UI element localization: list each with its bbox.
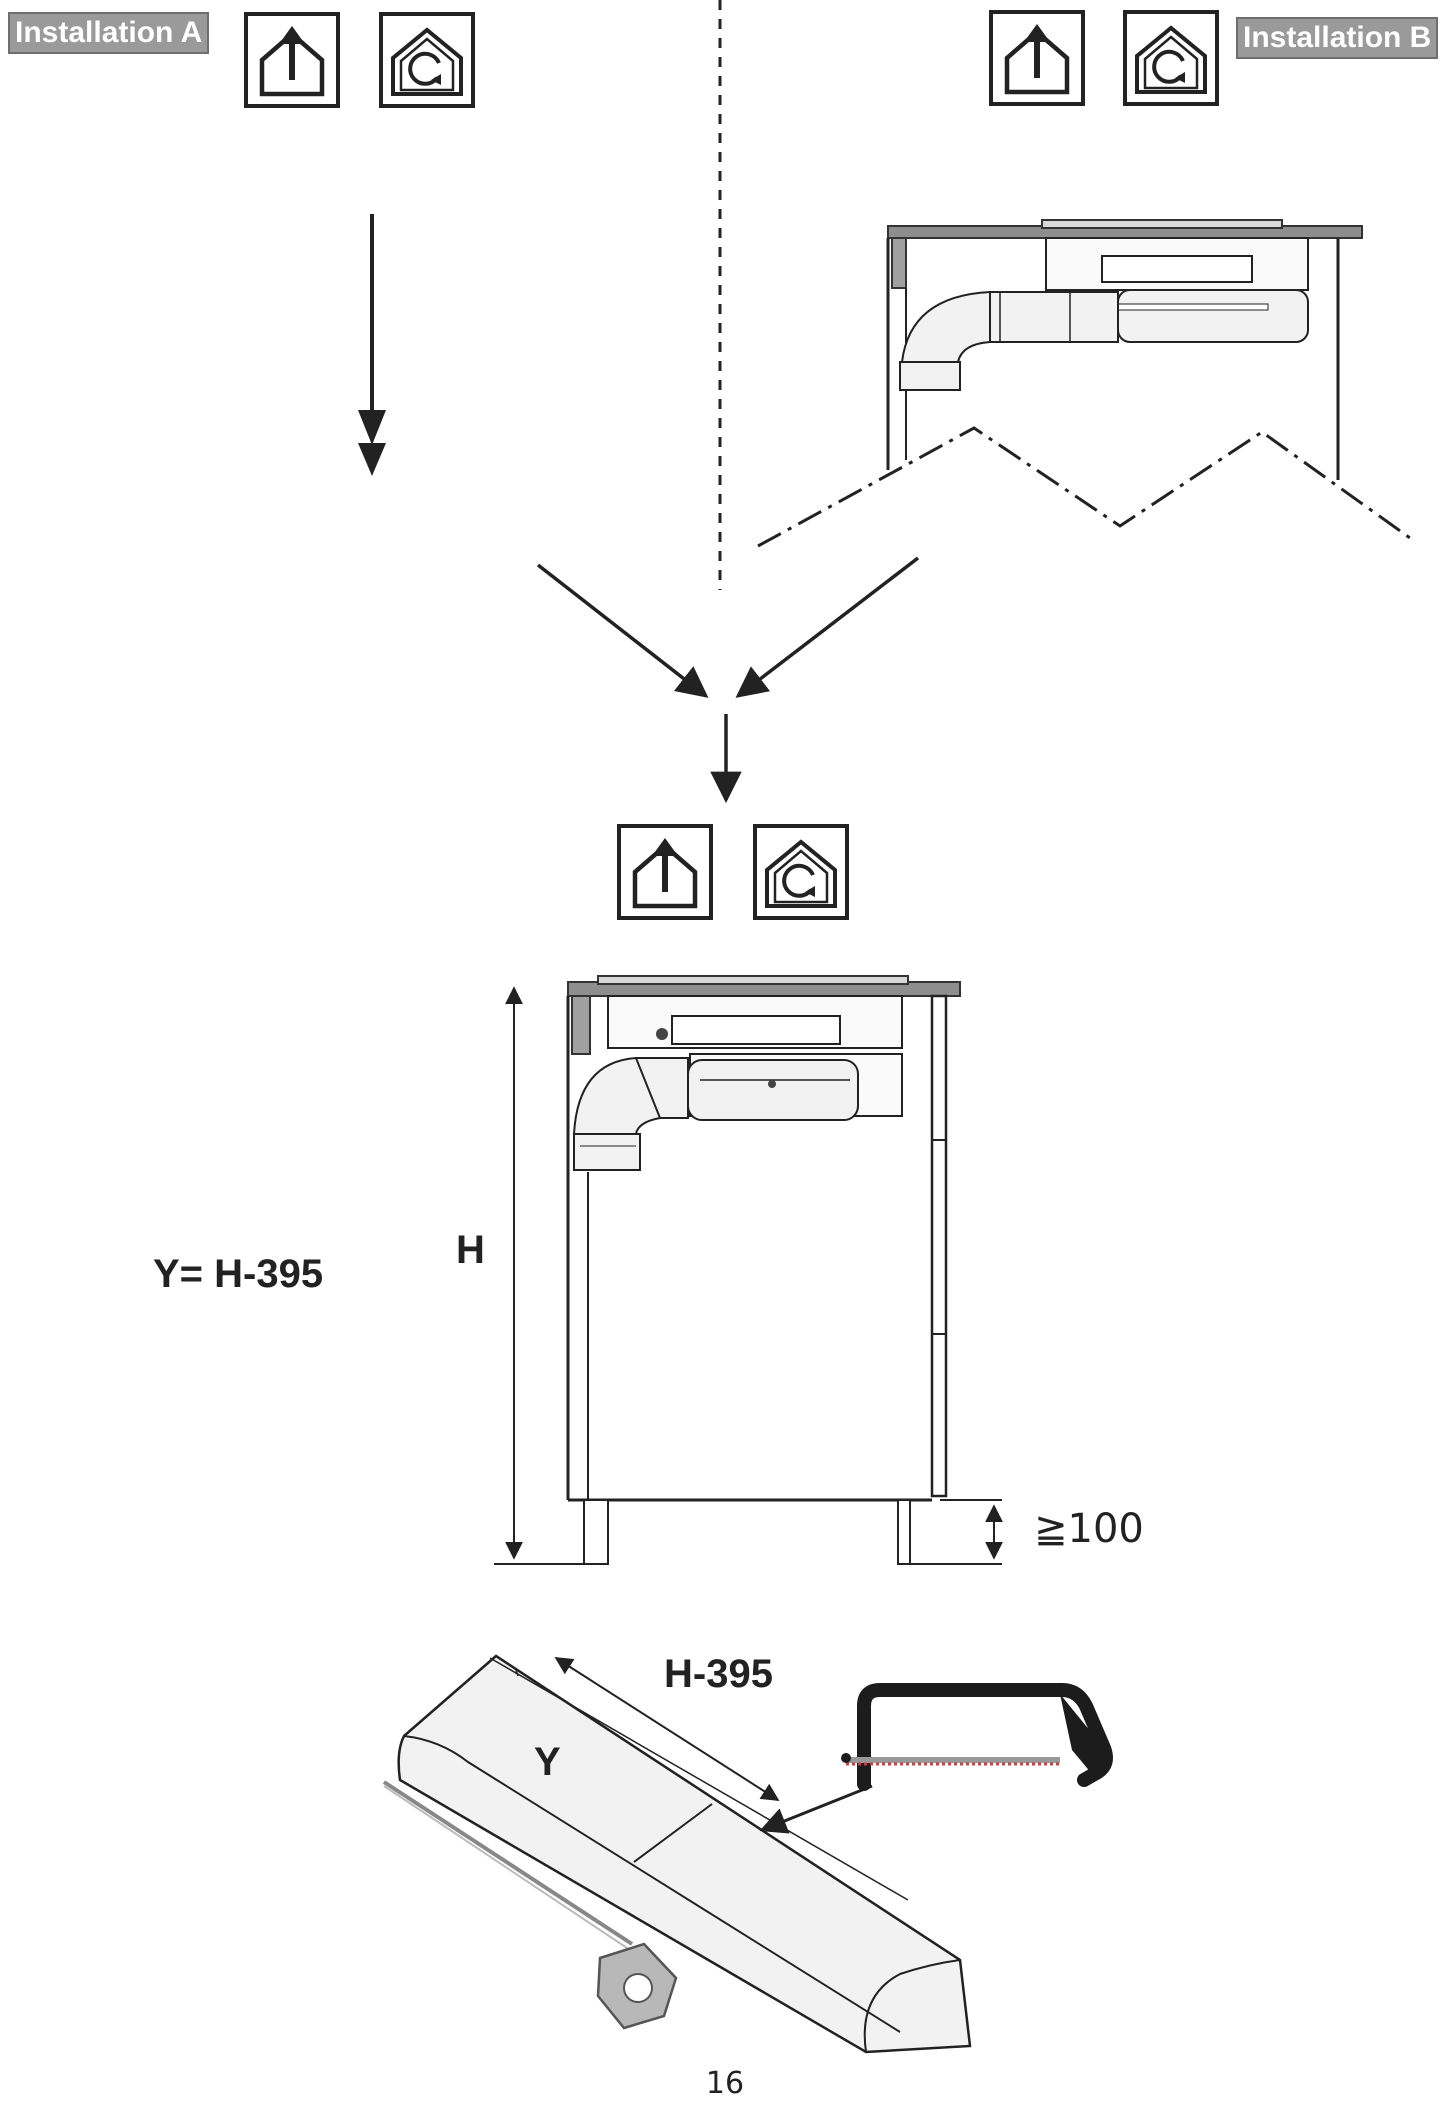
extraction-icon [246,14,338,106]
extraction-icon [991,12,1083,104]
duct-drawing [382,1654,972,2054]
installation-a-label: Installation A [8,12,210,54]
down-arrow [358,214,386,476]
recirculation-icon [1123,10,1219,106]
converge-arrow-right [735,556,920,698]
installation-b-label: Installation B [1236,17,1439,59]
duct-y-label: Y [534,1740,561,1784]
cabinet-drawing [494,975,1003,1565]
formula-label: Y= H-395 [153,1252,324,1296]
cut-length-label: H-395 [664,1652,773,1696]
saw-icon [841,1683,1113,1791]
recirculation-icon [753,824,849,920]
converge-arrow-left [536,563,709,698]
clearance-label: ≧100 [1034,1506,1144,1552]
page-number: 16 [705,2066,745,2101]
extraction-icon [619,826,711,918]
height-label: H [456,1228,485,1272]
installation-b-cabinet [757,219,1411,548]
recirculation-icon [379,12,475,108]
